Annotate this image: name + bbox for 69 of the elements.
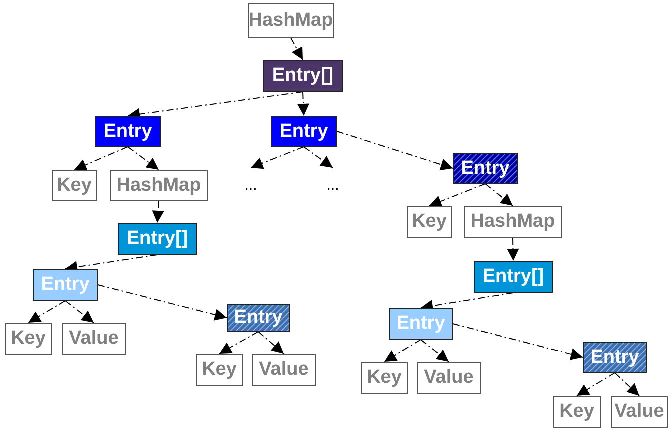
node-label: Entry: [41, 274, 90, 296]
arrow: [28, 300, 66, 324]
node-label: Entry[]: [126, 228, 188, 250]
array-box: [118, 223, 197, 255]
arrow: [258, 332, 284, 354]
ellipsis-text: ...: [326, 177, 340, 194]
arrow: [298, 92, 310, 116]
arrow: [485, 184, 514, 206]
entry-box: [583, 342, 647, 373]
class-box: [553, 396, 601, 428]
entry-box: [33, 269, 98, 301]
arrow: [576, 372, 616, 396]
node-label: Entry: [104, 120, 152, 142]
node-label: Entry[]: [272, 65, 334, 87]
entry-box: [389, 308, 453, 340]
node-label: Key: [367, 367, 402, 389]
class-box: [52, 170, 97, 201]
class-box: [464, 206, 562, 238]
arrow: [614, 372, 640, 396]
class-box: [62, 323, 126, 355]
class-box: [248, 3, 334, 38]
entry-box: [271, 116, 337, 147]
arrow: [507, 238, 520, 262]
arrow: [152, 200, 164, 224]
class-box: [252, 354, 316, 386]
node-label: Key: [11, 328, 46, 350]
node-label: Entry[]: [482, 266, 544, 288]
node-label: Entry: [234, 307, 283, 329]
node-label: Entry: [461, 158, 510, 180]
node-label: Value: [424, 367, 474, 389]
node-label: Value: [259, 359, 309, 381]
arrow: [74, 146, 128, 171]
array-box: [474, 261, 553, 293]
array-box: [263, 60, 343, 92]
node-label: HashMap: [116, 174, 202, 196]
class-box: [611, 396, 668, 428]
node-label: HashMap: [470, 211, 556, 233]
node-label: Value: [69, 328, 119, 350]
class-box: [417, 362, 481, 394]
class-box: [361, 362, 408, 394]
arrow: [304, 146, 334, 168]
class-box: [196, 354, 243, 386]
node-label: Value: [614, 401, 664, 423]
node-label: Key: [202, 359, 237, 381]
class-box: [407, 206, 452, 238]
node-label: Entry: [280, 120, 328, 142]
entry-box: [95, 116, 161, 147]
node-label: Key: [560, 401, 594, 423]
arrow: [219, 332, 259, 354]
entry-box: [227, 304, 290, 332]
arrow: [452, 324, 584, 360]
arrow: [128, 146, 160, 170]
arrow: [420, 340, 450, 362]
arrow: [336, 131, 454, 171]
node-label: Entry: [590, 346, 640, 368]
node-label: Key: [57, 174, 92, 196]
arrow: [65, 300, 94, 324]
class-box: [5, 323, 52, 355]
arrow: [290, 38, 304, 60]
node-label: HashMap: [248, 10, 334, 32]
class-box: [110, 170, 208, 201]
node-label: Entry: [396, 313, 446, 335]
arrow: [98, 284, 228, 321]
ellipsis-text: ...: [244, 177, 258, 194]
entry-box: [453, 153, 518, 184]
arrow: [429, 184, 486, 208]
arrow: [250, 146, 304, 170]
node-label: Key: [412, 211, 447, 233]
arrow: [384, 340, 422, 362]
